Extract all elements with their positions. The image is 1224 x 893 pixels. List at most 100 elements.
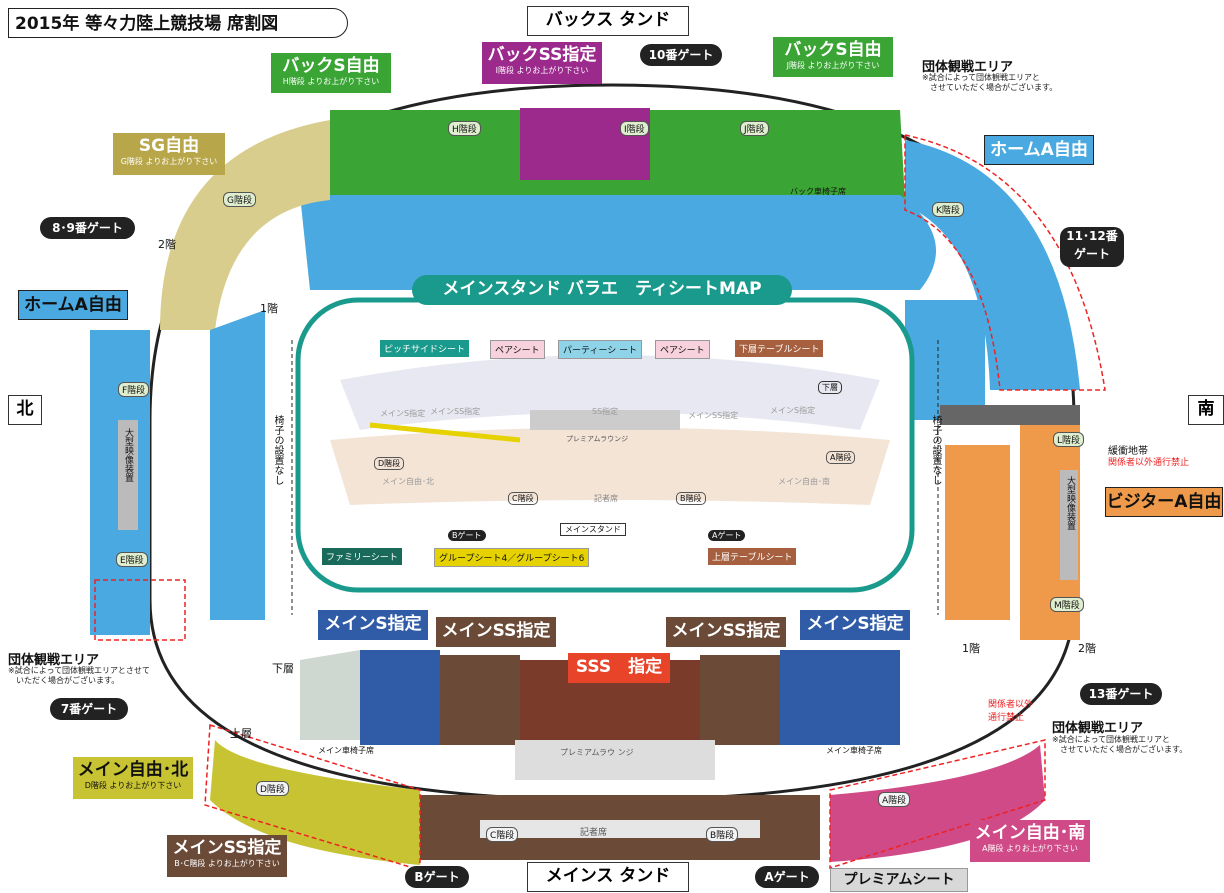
inset-a: A階段: [826, 451, 856, 464]
zone-home-a-right: ホームA自由: [984, 135, 1094, 165]
inset-lower-seats: [330, 427, 890, 505]
main-free-north-seating: [210, 740, 420, 865]
inset-main-free-north: メイン自由･北: [382, 477, 434, 486]
gate-13: 13番ゲート: [1080, 683, 1162, 705]
floor-2-left: 2階: [158, 238, 176, 251]
inset-title: メインスタンド バラエ ティシートMAP: [412, 275, 792, 305]
gate-10: 10番ゲート: [640, 44, 722, 66]
stairs-e: E階段: [116, 552, 148, 567]
inset-d: D階段: [374, 457, 405, 470]
group-area-note-right: ※試合によって団体観戦エリアと させていただく場合がございます。: [1052, 735, 1188, 754]
back-ss-seating: [520, 108, 650, 180]
inset-main-ss: メインSS指定: [430, 407, 481, 416]
inset-upper-seats: [340, 355, 880, 430]
zone-main-ss-right: メインSS指定: [666, 617, 786, 647]
group-area-note-left: ※試合によって団体観戦エリアとさせて いただく場合がございます。: [8, 666, 150, 685]
inset-premium-lounge: [530, 410, 680, 430]
zone-visitor-a: ビジターA自由: [1105, 487, 1223, 517]
stairs-i: I階段: [620, 121, 649, 136]
inset-pitch-side: ピッチサイドシート: [380, 340, 470, 357]
inset-group: グループシート4／グループシート6: [434, 548, 590, 567]
stairs-b: B階段: [706, 827, 739, 842]
buffer-zone: [940, 405, 1080, 425]
floor-1-right: 1階: [962, 642, 980, 655]
big-screen-south-label: 大型映像装置: [1065, 476, 1075, 530]
stairs-k: K階段: [932, 202, 964, 217]
main-wheelchair-right: メイン車椅子席: [826, 746, 882, 755]
zone-main-s-right: メインS指定: [800, 610, 910, 640]
premium-lounge-label: プレミアムラウ ンジ: [560, 748, 634, 757]
press-row: [480, 820, 760, 838]
inset-b: B階段: [676, 492, 706, 505]
inset-party: パーティーシ ート: [558, 340, 643, 359]
floor-2-right: 2階: [1078, 642, 1096, 655]
south-label: 南: [1188, 395, 1224, 425]
stairs-j: J階段: [740, 121, 769, 136]
buffer-label: 緩衝地帯: [1108, 446, 1148, 457]
zone-premium: プレミアムシート: [830, 868, 968, 892]
inset-main-s: メインS指定: [380, 409, 426, 418]
gate-11-12: 11･12番 ゲート: [1060, 227, 1124, 267]
inset-upper-table: 上層テーブルシート: [708, 548, 797, 565]
main-ss-left-seating: [440, 655, 520, 745]
group-area-note-top: ※試合によって団体観戦エリアと させていただく場合がございます。: [922, 73, 1058, 92]
inset-c: C階段: [508, 492, 538, 505]
big-screen-north-label: 大型映像装置: [123, 428, 133, 482]
inset-premium-lounge: プレミアムラウンジ: [566, 435, 629, 443]
visitor-lower-seating: [945, 445, 1010, 620]
press-label: 記者席: [580, 828, 608, 838]
home-a-left-lower: [210, 310, 265, 620]
no-chairs-left: 椅子の設置なし: [272, 415, 283, 485]
group-area-south: [904, 134, 1106, 391]
buffer-note: 関係者以外通行禁止: [1108, 458, 1190, 468]
stairs-c: C階段: [486, 827, 519, 842]
group-area-title-left: 団体観戦エリア: [8, 653, 100, 668]
inset-main-free-south: メイン自由･南: [778, 477, 830, 486]
inset-a-gate: Aゲート: [708, 530, 746, 541]
floor-1-left: 1階: [260, 302, 278, 315]
inset-group-seats: [369, 422, 521, 443]
premium-lounge: [515, 740, 715, 780]
group-area-north: [94, 579, 186, 641]
stairs-l: L階段: [1053, 432, 1085, 447]
page-title: 2015年 等々力陸上競技場 席割図: [8, 8, 348, 38]
inset-press: 記者席: [594, 494, 618, 503]
zone-main-ss-left: メインSS指定: [436, 617, 556, 647]
main-stand-label: メインス タンド: [527, 862, 689, 892]
home-a-right-lower: [905, 300, 985, 420]
group-area-main-south: [829, 739, 1046, 870]
inset-b-gate: Bゲート: [448, 530, 486, 541]
gate-a: Aゲート: [755, 866, 819, 888]
inset-family: ファミリーシート: [322, 548, 402, 565]
stairs-f: F階段: [118, 382, 150, 397]
main-wheelchair-left: メイン車椅子席: [318, 746, 374, 755]
inset-ss: SS指定: [592, 407, 619, 416]
gate-8-9: 8･9番ゲート: [40, 217, 135, 239]
inset-lower-table: 下層テーブルシート: [735, 340, 824, 357]
stairs-g: G階段: [223, 192, 256, 207]
big-screen-south: [1060, 470, 1078, 580]
inset-lower: 下層: [818, 381, 842, 394]
big-screen-north: [118, 420, 138, 530]
zone-sss: SSS 指定: [568, 653, 670, 683]
main-s-right-seating: [780, 650, 900, 745]
inset-main-ss-2: メインSS指定: [688, 411, 739, 420]
back-home-seating: [300, 195, 936, 290]
stairs-m: M階段: [1050, 597, 1084, 612]
north-label: 北: [8, 395, 42, 425]
main-s-left-seating: [360, 650, 440, 745]
main-ss-right-seating: [700, 655, 780, 745]
lower-layer-label: 下層: [272, 662, 294, 675]
no-chairs-right: 椅子の設置なし: [930, 415, 941, 485]
back-wheelchair-label: バック車椅子席: [790, 187, 846, 196]
inset-pair-2: ペアシート: [655, 340, 710, 359]
stairs-a: A階段: [878, 792, 911, 807]
upper-layer-label: 上層: [230, 727, 252, 740]
staff-only-note: 関係者以外 通行禁止: [988, 700, 1034, 723]
